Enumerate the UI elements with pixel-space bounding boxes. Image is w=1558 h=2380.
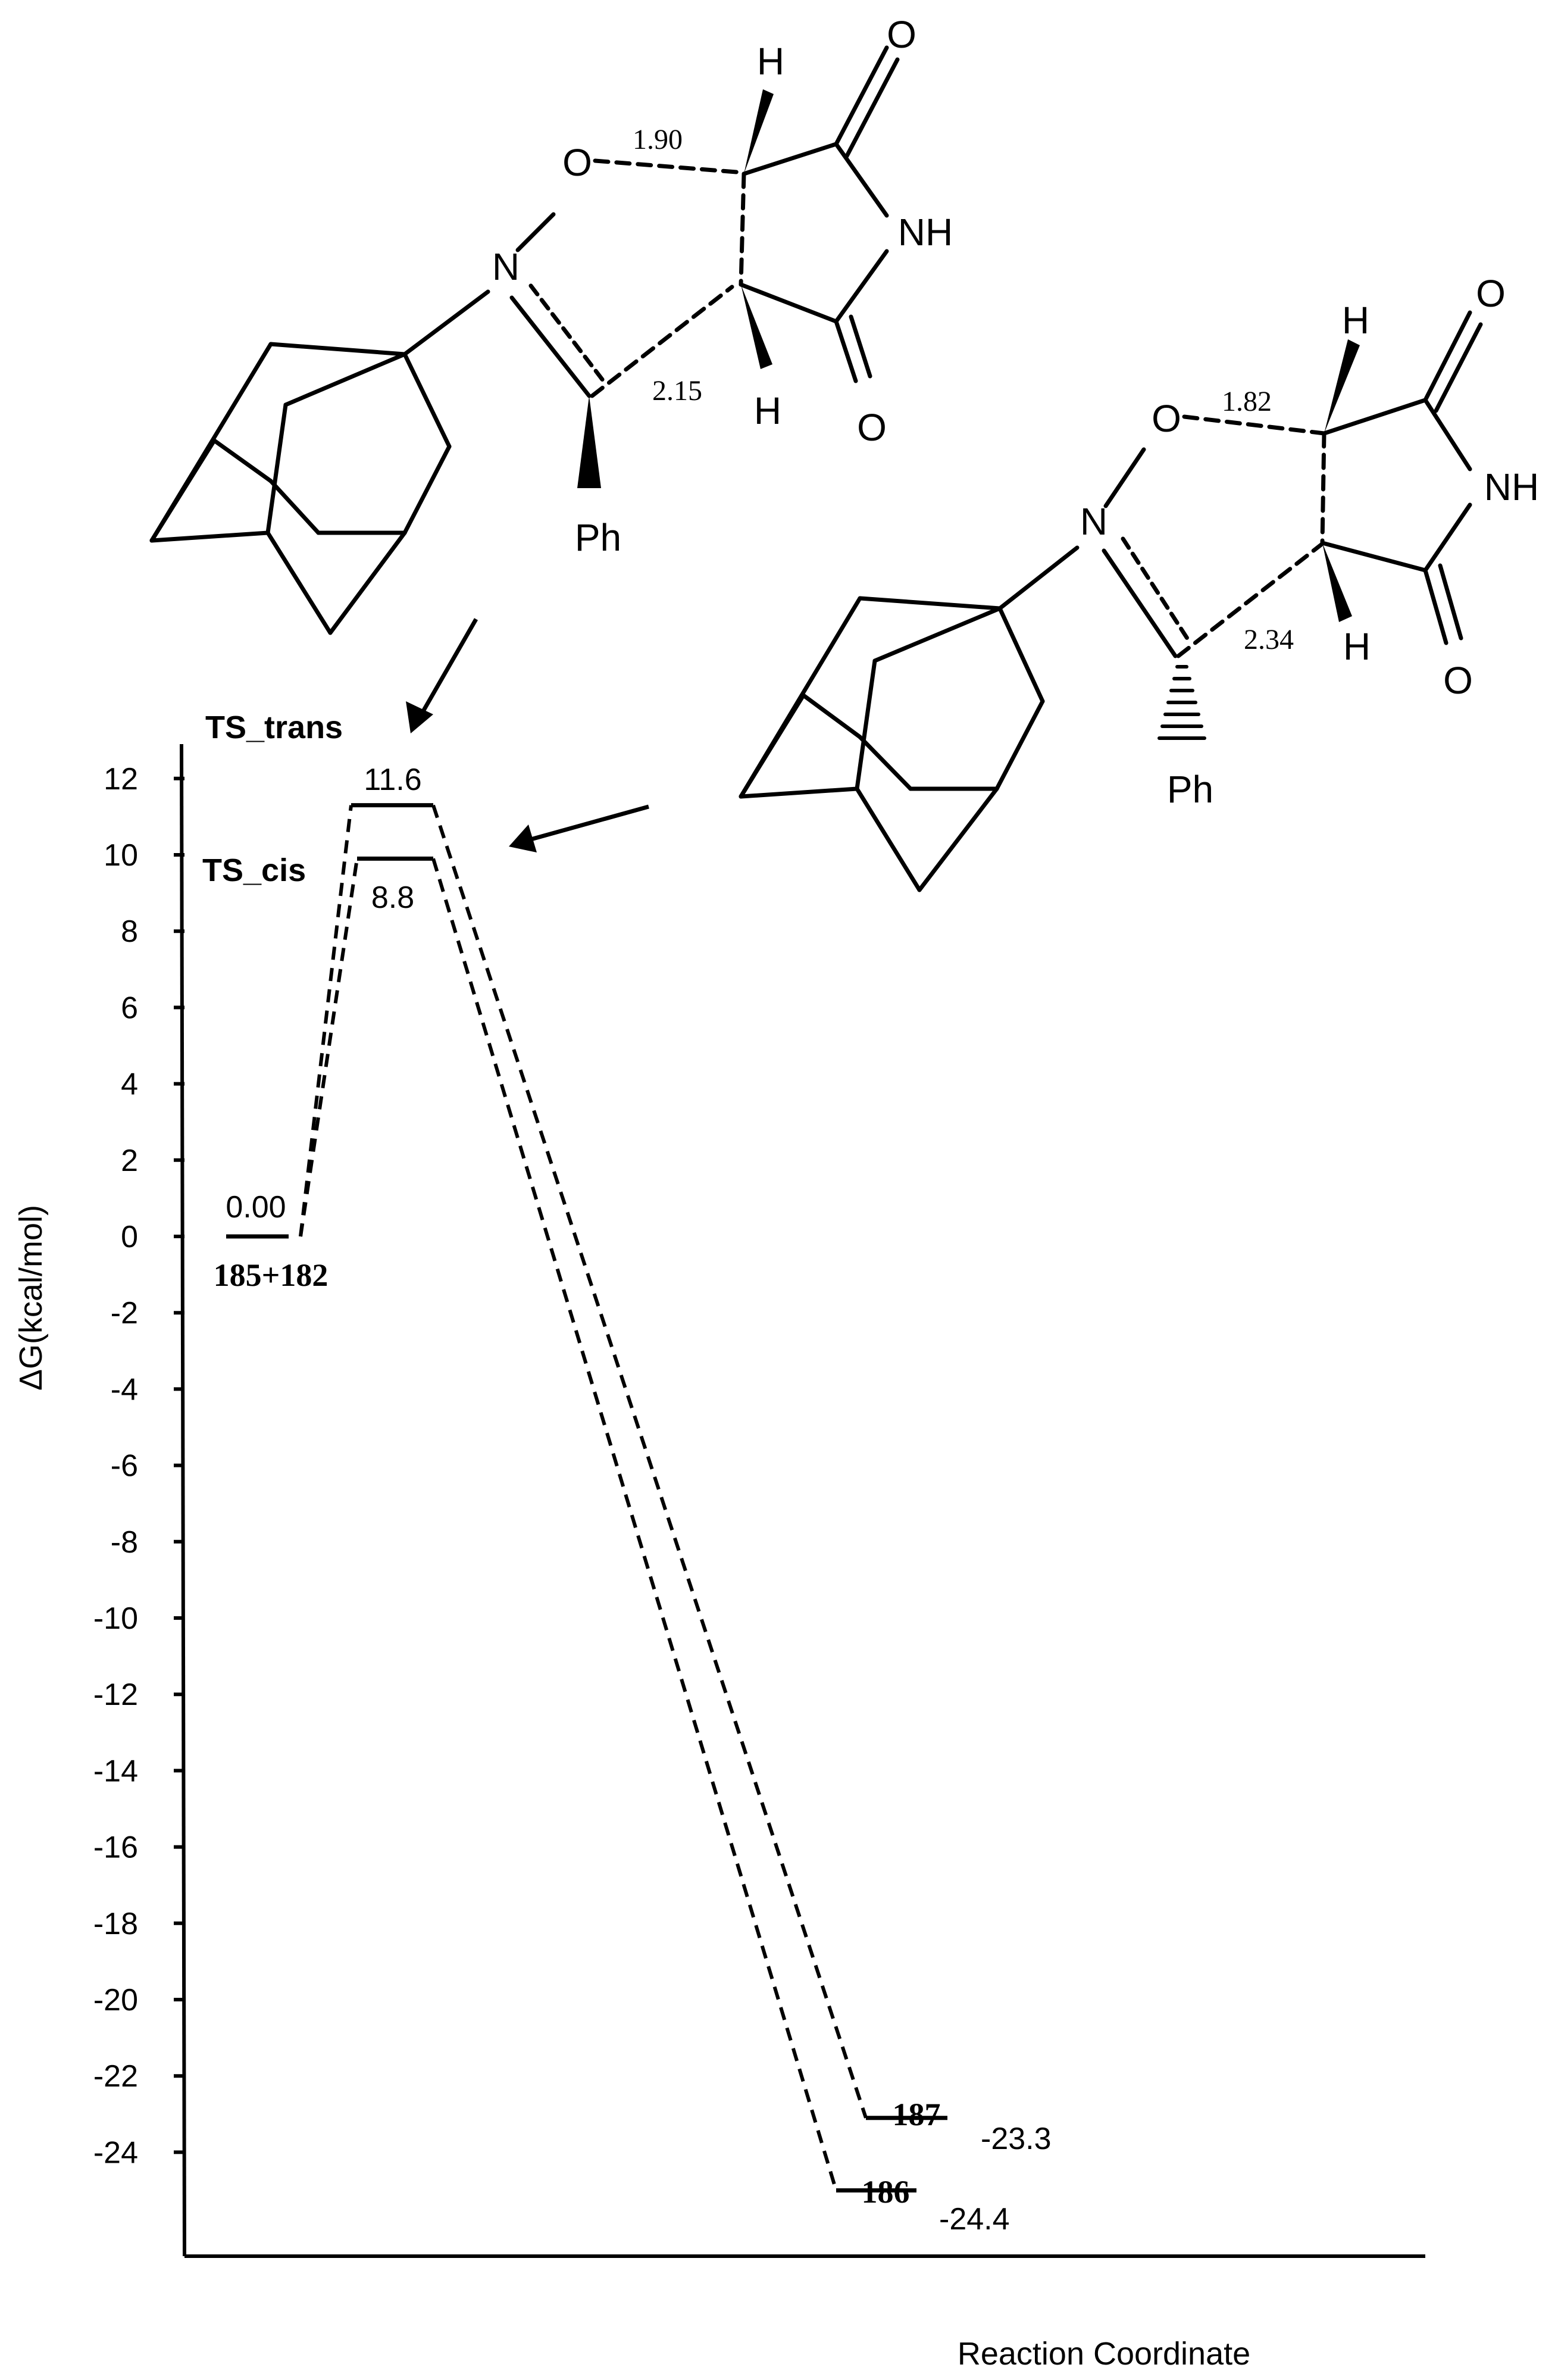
atom-label: O (1152, 397, 1181, 440)
state-label: 187 (893, 2097, 941, 2132)
ts-trans-structure (149, 45, 900, 635)
state-value-label: 8.8 (371, 880, 414, 915)
state-label: 186 (862, 2174, 910, 2210)
y-axis-title: ΔG(kcal/mol) (13, 1205, 49, 1391)
state-label: TS_trans (205, 710, 343, 745)
pathway-segment (299, 805, 353, 1237)
state-label: 185+182 (214, 1257, 329, 1293)
y-tick-label: 8 (121, 914, 138, 949)
y-tick-label: -22 (93, 2059, 138, 2094)
y-tick-label: -4 (111, 1372, 138, 1407)
pathway-segment (431, 804, 868, 2119)
y-tick-label: 10 (104, 838, 138, 873)
atom-label: NH (898, 211, 953, 254)
bond-distance-label: 1.82 (1222, 386, 1272, 417)
atom-label: H (1342, 299, 1369, 342)
atom-label: H (757, 40, 784, 83)
y-tick-label: -8 (111, 1525, 138, 1560)
state-value-label: -24.4 (939, 2202, 1010, 2237)
atom-label: O (562, 141, 592, 184)
y-tick-label: 12 (104, 762, 138, 797)
atom-label: H (1343, 625, 1371, 668)
axes (180, 744, 1425, 2258)
state-label: TS_cis (202, 852, 306, 888)
atom-label: NH (1484, 466, 1539, 508)
bond-distance-label: 2.15 (652, 375, 702, 407)
bond-distance-label: 1.90 (633, 124, 683, 155)
ts-trans-labels: H O NH O N O H Ph 1.90 2.15 (492, 13, 953, 559)
atom-label: O (857, 406, 887, 449)
y-axis-ticks: 12 10 8 6 4 2 0 -2 -4 -6 -8 -10 -12 -14 -16 -18 -20 -22 -2… (93, 762, 184, 2170)
atom-label: Ph (575, 516, 621, 559)
arrow-to-ts-trans (419, 618, 478, 716)
arrow-head-ts-trans (406, 701, 433, 733)
state-value-label: 11.6 (364, 763, 421, 797)
bond-distance-label: 2.34 (1244, 624, 1294, 655)
arrow-to-ts-cis (530, 804, 649, 842)
y-tick-label: -2 (111, 1296, 138, 1330)
atom-label: O (887, 13, 916, 56)
y-tick-label: -18 (93, 1907, 138, 1941)
y-tick-label: 6 (121, 991, 138, 1025)
structure-arrows (406, 618, 649, 852)
ts-cis-structure (739, 310, 1483, 892)
y-tick-label: 4 (121, 1067, 138, 1102)
state-value-label: -23.3 (981, 2122, 1052, 2156)
energy-pathways (299, 804, 868, 2191)
y-tick-label: -6 (111, 1449, 138, 1483)
y-tick-label: 0 (121, 1220, 138, 1254)
atom-label: O (1476, 272, 1506, 315)
y-tick-label: 2 (121, 1144, 138, 1178)
x-axis-title: Reaction Coordinate (958, 2336, 1250, 2372)
atom-label: N (492, 245, 520, 288)
atom-label: H (754, 389, 781, 432)
arrow-head-ts-cis (509, 824, 537, 852)
y-axis-line (180, 744, 186, 2257)
atom-label: N (1080, 500, 1108, 543)
y-tick-label: -16 (93, 1831, 138, 1865)
y-tick-label: -20 (93, 1983, 138, 2017)
atom-label: O (1443, 659, 1473, 702)
state-value-label: 0.00 (226, 1190, 286, 1225)
y-tick-label: -14 (93, 1754, 138, 1788)
energy-states: 185+182 0.00 TS_trans 11.6TS_cis 8.8 187 -23.3… (202, 710, 1052, 2237)
ts-cis-labels: H O NH O N O H Ph 1.82 2.34 (1080, 272, 1539, 811)
y-tick-label: -12 (93, 1678, 138, 1712)
y-tick-label: -10 (93, 1601, 138, 1636)
y-tick-label: -24 (93, 2135, 138, 2170)
atom-label: Ph (1167, 768, 1213, 811)
pathway-segment (431, 858, 838, 2191)
pathway-segment (299, 858, 359, 1237)
